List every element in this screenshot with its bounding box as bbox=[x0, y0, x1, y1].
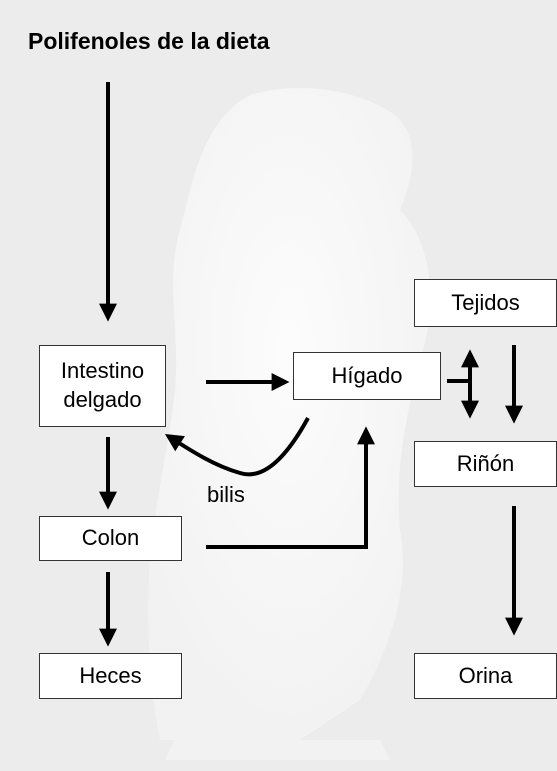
arrow-higado-to-intestino-bilis bbox=[168, 418, 308, 474]
arrow-colon-to-higado bbox=[206, 430, 366, 547]
